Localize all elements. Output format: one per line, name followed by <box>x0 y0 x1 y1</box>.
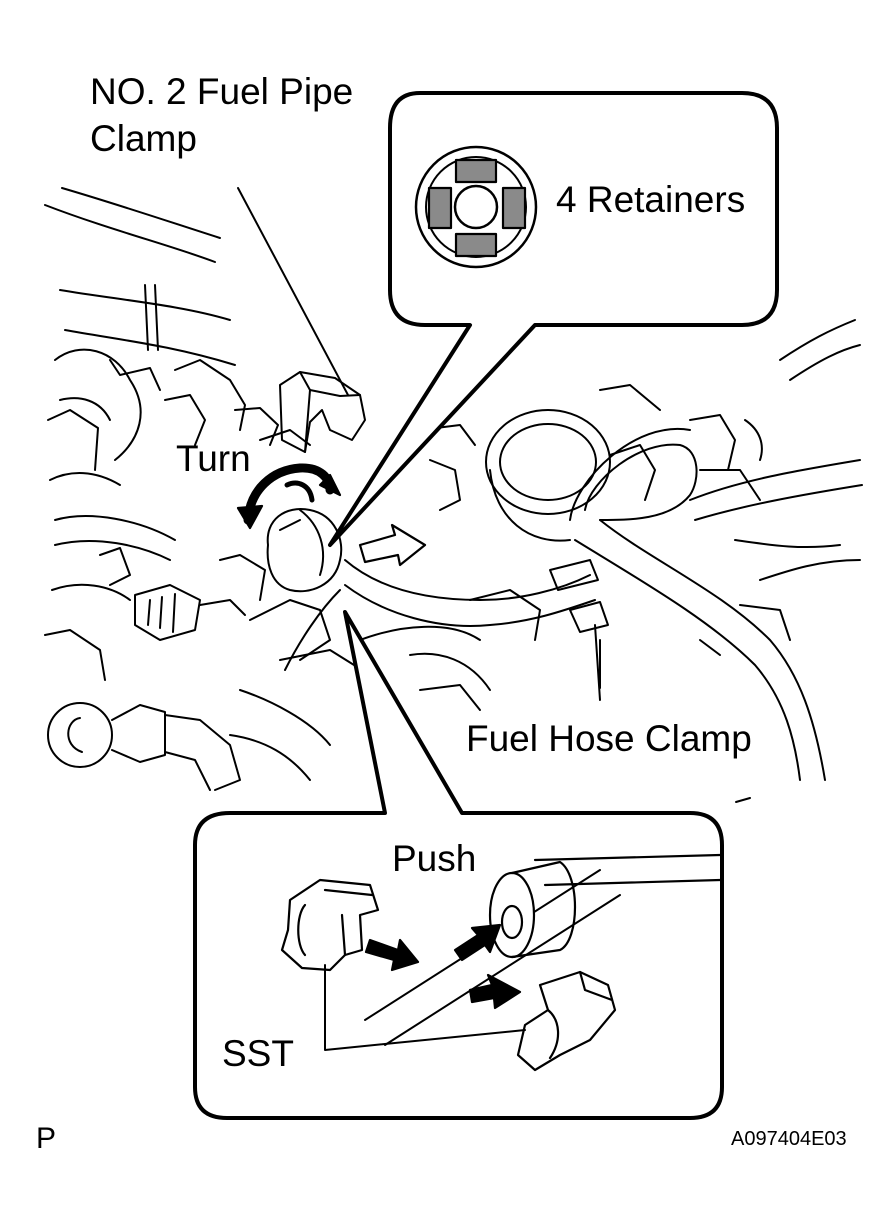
engine-background <box>44 187 863 791</box>
clamp-piece <box>516 970 617 1072</box>
retainer-right <box>501 186 527 230</box>
turn-arrows <box>236 463 342 530</box>
retainers-callout <box>328 91 779 547</box>
sst-label: SST <box>222 1033 294 1074</box>
retainers-label: 4 Retainers <box>556 179 746 220</box>
leader-lines <box>237 187 601 689</box>
retainer-top <box>454 158 498 184</box>
fuel-hose-clamp-label: Fuel Hose Clamp <box>466 718 752 759</box>
push-label: Push <box>392 838 477 879</box>
retainer-bottom <box>454 232 498 258</box>
figure-id-label: A097404E03 <box>731 1128 847 1150</box>
push-sst-callout <box>193 610 724 1120</box>
sst-tool <box>280 878 380 972</box>
retainer-left <box>427 186 453 230</box>
pipe-clamp-label-line2: Clamp <box>90 118 197 159</box>
pipe-clamp-label-line1: NO. 2 Fuel Pipe <box>90 71 354 112</box>
hollow-arrow <box>358 523 427 567</box>
turn-label: Turn <box>176 438 251 479</box>
page-code-label: P <box>36 1122 57 1155</box>
